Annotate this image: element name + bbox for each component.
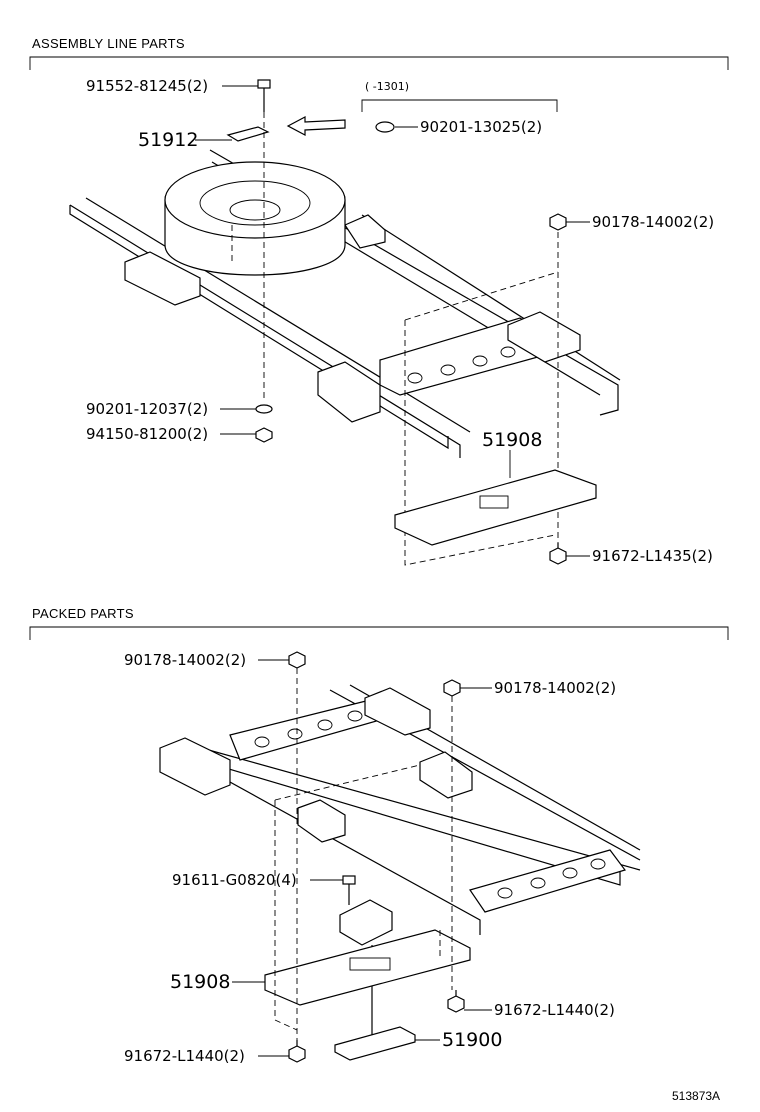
winch-shape — [339, 875, 393, 1045]
label-bolt-91672-l1440-left[interactable]: 91672-L1440(2) — [124, 1047, 245, 1065]
date-bracket — [361, 99, 558, 112]
label-washer-90201-12037[interactable]: 90201-12037(2) — [86, 400, 209, 418]
assembly-leader-lines — [195, 85, 590, 557]
label-bolt-91552[interactable]: 91552-81245(2) — [86, 77, 209, 95]
label-part-51908-packed[interactable]: 51908 — [170, 971, 231, 993]
label-date-range: ( -1301) — [365, 80, 410, 93]
bolt-l1440-left-shape — [288, 1040, 306, 1063]
figure-reference: 513873A — [672, 1089, 721, 1103]
packed-leader-lines — [232, 659, 492, 1057]
section-title-assembly: ASSEMBLY LINE PARTS — [32, 36, 185, 51]
label-nut-right-90178-14002[interactable]: 90178-14002(2) — [494, 679, 617, 697]
plate-51912-shape — [226, 126, 270, 142]
label-bolt-91611-g0820[interactable]: 91611-G0820(4) — [172, 871, 297, 889]
frame-rails-lower — [159, 684, 641, 935]
label-part-51908-assembly[interactable]: 51908 — [482, 429, 543, 451]
packed-section-bracket — [29, 626, 729, 640]
nut-left-shape — [288, 651, 306, 669]
label-nut-94150-81200[interactable]: 94150-81200(2) — [86, 425, 209, 443]
label-bolt-91672-l1440-right[interactable]: 91672-L1440(2) — [494, 1001, 615, 1019]
section-title-packed: PACKED PARTS — [32, 606, 134, 621]
washer-13025-shape — [375, 121, 395, 133]
label-part-51912[interactable]: 51912 — [138, 129, 199, 151]
arrow-shape — [286, 116, 346, 136]
nut-81200-shape — [255, 427, 273, 443]
packed-dashed-lines — [274, 668, 453, 1040]
frame-rails-upper — [69, 149, 621, 458]
nut-14002-shape — [549, 213, 567, 231]
spare-tire — [164, 161, 346, 276]
bolt-l1440-right-shape — [447, 990, 465, 1013]
label-bolt-91672-l1435[interactable]: 91672-L1435(2) — [592, 547, 713, 565]
bolt-l1435-shape — [549, 543, 567, 565]
label-nut-left-90178-14002[interactable]: 90178-14002(2) — [124, 651, 247, 669]
bracket-51908-packed-shape — [264, 929, 471, 1006]
label-nut-90178-14002[interactable]: 90178-14002(2) — [592, 213, 715, 231]
nut-right-shape — [443, 679, 461, 697]
label-part-51900[interactable]: 51900 — [442, 1029, 503, 1051]
washer-12037-shape — [255, 404, 273, 414]
bolt-91552-shape — [257, 79, 271, 112]
hanger-51900-shape — [334, 1026, 416, 1061]
bracket-51908-assembly-shape — [394, 469, 597, 546]
assembly-section-bracket — [29, 56, 729, 70]
label-washer-90201-13025[interactable]: 90201-13025(2) — [420, 118, 543, 136]
